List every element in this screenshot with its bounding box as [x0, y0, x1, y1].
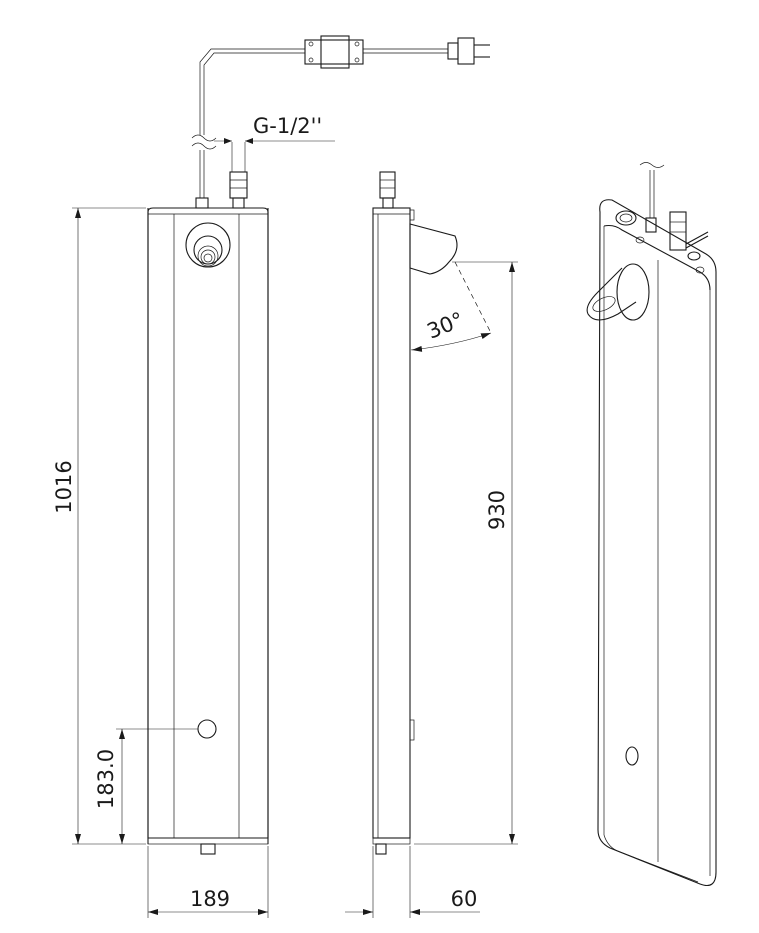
thread-label: G-1/2'' — [253, 114, 322, 138]
power-cable — [191, 48, 448, 198]
button-height-label: 183.0 — [94, 749, 118, 809]
power-plug — [447, 37, 490, 65]
button-height-dimension: 183.0 — [94, 728, 198, 844]
angle-dimension: 30° — [410, 261, 492, 352]
cable-gland — [195, 197, 209, 209]
front-view: G-1/2'' 1016 — [52, 35, 490, 918]
width-dimension: 189 — [147, 846, 269, 918]
side-column — [372, 207, 415, 855]
side-inlet-fitting — [379, 171, 396, 209]
shower-head-side — [409, 223, 458, 275]
height-total-label: 1016 — [52, 460, 76, 513]
depth-dimension: 60 — [345, 846, 480, 918]
height-dimension: 1016 — [52, 207, 146, 845]
iso-shower-head — [586, 263, 650, 321]
depth-label: 60 — [451, 887, 478, 911]
push-button-front — [197, 719, 217, 739]
front-column — [147, 207, 269, 855]
side-view: 30° 930 60 — [345, 171, 518, 918]
iso-column — [597, 199, 717, 887]
isometric-view — [586, 162, 717, 887]
water-inlet-fitting — [229, 171, 248, 209]
shower-head-front — [185, 222, 231, 268]
transformer-box — [304, 35, 364, 69]
thread-dimension: G-1/2'' — [214, 114, 335, 172]
width-label: 189 — [190, 887, 230, 911]
iso-push-button — [625, 746, 639, 766]
outlet-height-label: 930 — [485, 490, 509, 530]
angle-label: 30° — [424, 307, 468, 343]
outlet-height-dimension: 930 — [414, 261, 518, 845]
iso-top-fittings — [615, 162, 709, 274]
